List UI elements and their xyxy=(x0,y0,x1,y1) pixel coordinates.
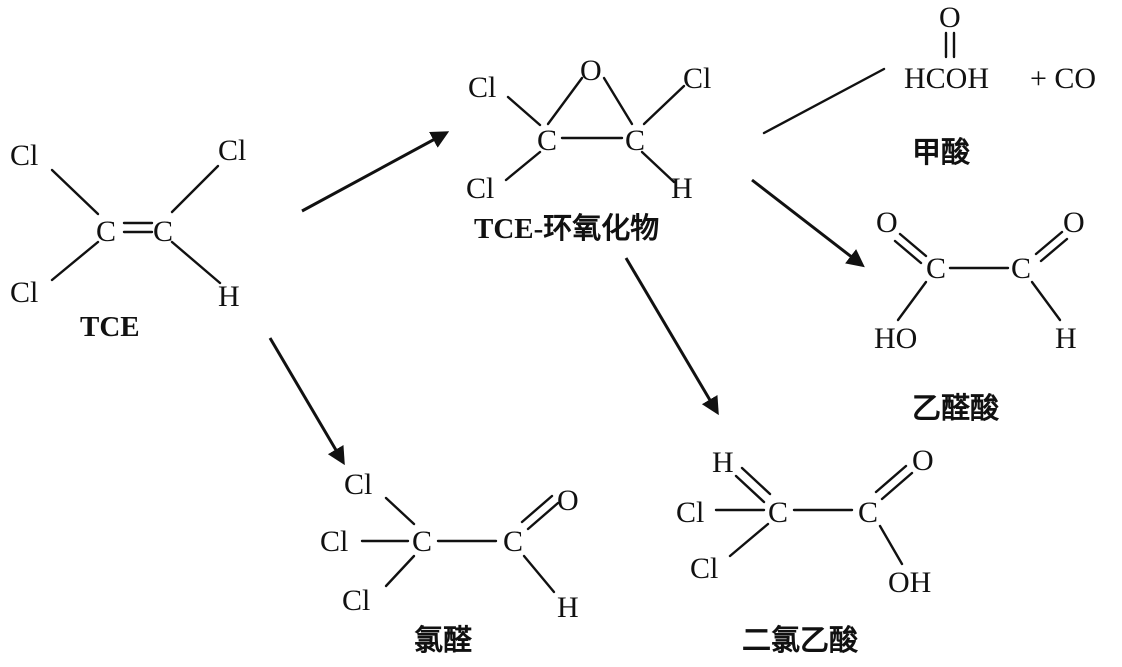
tce-bond-cl-c1-lower xyxy=(50,240,100,282)
arrow-tce-to-chloral xyxy=(268,337,345,466)
chloral-h: H xyxy=(557,591,579,624)
dichloroacetic-acid-structure: H O Cl C C Cl OH 二氯乙酸 xyxy=(676,444,934,657)
epox-o: O xyxy=(580,54,602,87)
glyox-bond-c-oh xyxy=(896,280,928,322)
reaction-arrows xyxy=(268,67,886,466)
tce-cl-top-left: Cl xyxy=(10,139,38,172)
epox-bond-c2-cl xyxy=(642,84,686,126)
epox-cl-top-right: Cl xyxy=(683,62,711,95)
glyox-double-bond-left-a xyxy=(898,232,928,258)
glyox-o-left: O xyxy=(876,206,898,239)
dca-double-bond-o-a xyxy=(874,464,908,494)
dca-cl-lower: Cl xyxy=(690,552,718,585)
chloral-cl-middle: Cl xyxy=(320,525,348,558)
dca-oh: OH xyxy=(888,566,931,599)
glyox-double-bond-right-b xyxy=(1039,237,1069,263)
epox-bond-cl-c1 xyxy=(506,95,542,127)
formic-acid-structure: O HCOH + CO 甲酸 xyxy=(904,1,1096,169)
chloral-c-center: C xyxy=(412,525,432,558)
dca-bond-c-cl-lower xyxy=(728,522,770,558)
dca-bond-c-oh xyxy=(878,524,904,566)
dca-cl-upper: Cl xyxy=(676,496,704,529)
glyoxylic-acid-caption: 乙醛酸 xyxy=(912,392,1000,425)
tce-h: H xyxy=(218,280,240,313)
tce-c-left: C xyxy=(96,215,116,248)
epox-cl-bottom-left: Cl xyxy=(466,172,494,205)
chloral-caption: 氯醛 xyxy=(414,623,473,657)
chloral-c-aldehyde: C xyxy=(503,525,523,558)
glyox-c-left: C xyxy=(926,252,946,285)
arrow-epoxide-to-dichloroacetic-acid xyxy=(624,257,719,416)
formic-acid-caption: 甲酸 xyxy=(912,136,971,169)
chloral-double-bond-a xyxy=(520,494,554,524)
tce-caption: TCE xyxy=(80,311,140,343)
epox-bond-c1-cl-lower xyxy=(504,150,542,182)
glyoxylic-acid-structure: O O C C HO H 乙醛酸 xyxy=(874,206,1085,425)
dca-c-right: C xyxy=(858,496,878,529)
tce-epoxide-structure: Cl O Cl C C Cl H TCE-环氧化物 xyxy=(466,54,711,245)
glyox-c-right: C xyxy=(1011,252,1031,285)
epox-c-left: C xyxy=(537,124,557,157)
epox-bond-o-c2 xyxy=(602,76,634,126)
epox-c-right: C xyxy=(625,124,645,157)
glyox-ho: HO xyxy=(874,322,917,355)
glyox-bond-c-h xyxy=(1030,280,1062,322)
arrow-tce-to-epoxide xyxy=(301,131,450,213)
formic-formula: HCOH xyxy=(904,62,989,95)
glyox-double-bond-right-a xyxy=(1034,230,1064,256)
tce-bond-cl-c2 xyxy=(170,164,220,214)
chloral-bond-cl-top xyxy=(384,496,416,526)
tce-bond-cl-c1 xyxy=(50,168,100,216)
dca-o: O xyxy=(912,444,934,477)
glyox-o-right: O xyxy=(1063,206,1085,239)
chloral-double-bond-b xyxy=(526,501,560,531)
dca-c-left: C xyxy=(768,496,788,529)
arrow-epoxide-to-glyoxylic-acid xyxy=(751,178,865,268)
dca-double-bond-h-b xyxy=(734,474,766,504)
tce-epoxide-caption: TCE-环氧化物 xyxy=(474,212,659,245)
epox-h: H xyxy=(671,172,693,205)
tce-c-right: C xyxy=(153,215,173,248)
chloral-bond-cl-bottom xyxy=(384,554,416,588)
dca-double-bond-o-b xyxy=(880,471,914,501)
epox-bond-c2-h xyxy=(640,150,676,184)
line-epoxide-to-formic-acid xyxy=(762,67,886,135)
chloral-cl-bottom: Cl xyxy=(342,584,370,617)
glyox-double-bond-left-b xyxy=(893,239,923,265)
chloral-structure: Cl Cl Cl C C O H 氯醛 xyxy=(320,468,579,657)
chloral-cl-top: Cl xyxy=(344,468,372,501)
epox-cl-top-left: Cl xyxy=(468,71,496,104)
tce-structure: Cl Cl C C Cl H TCE xyxy=(10,134,246,343)
carbon-monoxide: + CO xyxy=(1030,62,1096,95)
tce-cl-top-right: Cl xyxy=(218,134,246,167)
formic-o: O xyxy=(939,1,961,34)
tce-cl-bottom-left: Cl xyxy=(10,276,38,309)
dca-double-bond-h-a xyxy=(740,466,772,496)
tce-bond-c2-h xyxy=(170,240,222,285)
epox-bond-c1-o xyxy=(546,76,584,126)
chloral-o: O xyxy=(557,484,579,517)
dichloroacetic-acid-caption: 二氯乙酸 xyxy=(742,623,859,657)
dca-h: H xyxy=(712,446,734,479)
chloral-bond-c-h xyxy=(522,554,556,594)
glyox-h: H xyxy=(1055,322,1077,355)
